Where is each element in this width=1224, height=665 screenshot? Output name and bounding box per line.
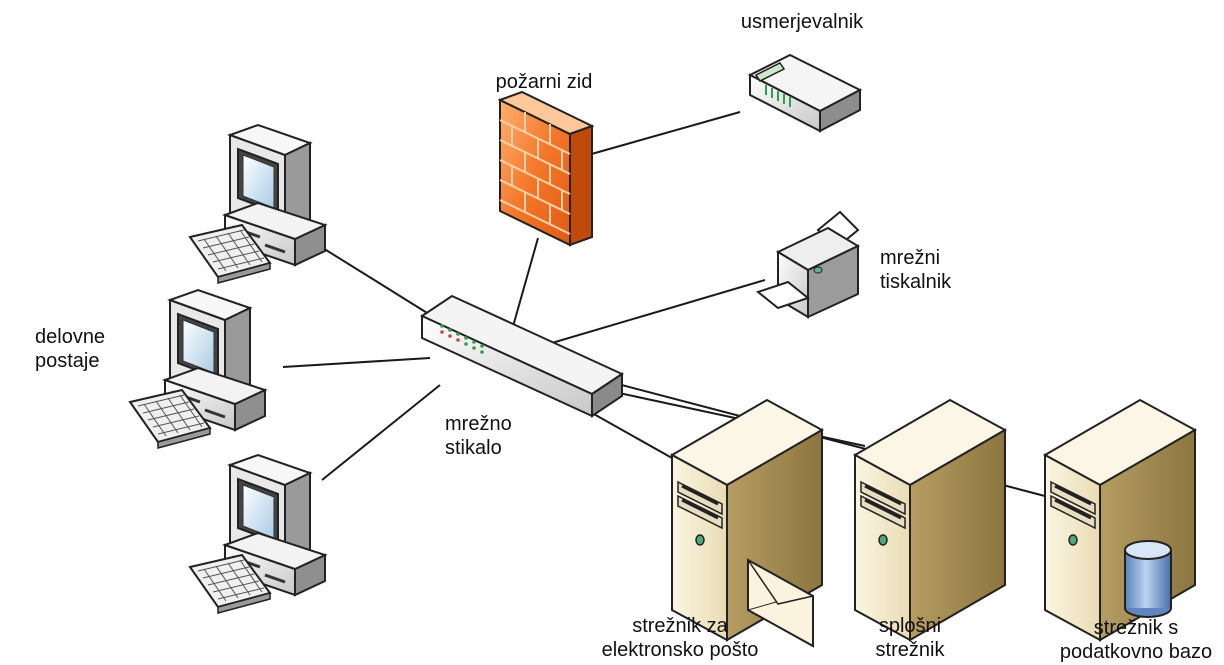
database-cylinder-icon <box>1124 540 1172 618</box>
switch-label-line1: mrežno <box>445 413 512 435</box>
printer-label-line2: tiskalnik <box>880 271 952 293</box>
mail-server-label-line2: elektronsko pošto <box>601 639 759 661</box>
switch-label-line2: stikalo <box>445 437 502 459</box>
router-icon[interactable] <box>747 53 863 133</box>
workstations-label: delovne postaje <box>35 325 105 373</box>
envelope-icon <box>747 558 814 648</box>
mail-server-label-line1: strežnik za <box>632 615 728 637</box>
link-firewall-router <box>587 111 741 156</box>
printer-label: mrežni tiskalnik <box>880 246 951 294</box>
workstations-label-line1: delovne <box>35 326 106 348</box>
database-server-icon[interactable] <box>1043 398 1197 642</box>
firewall-label: požarni zid <box>495 71 593 93</box>
general-server-icon[interactable] <box>853 398 1007 642</box>
network-switch-icon[interactable] <box>419 294 625 418</box>
general-server-label-line1: splošni <box>878 615 942 637</box>
general-server-label-line2: strežnik <box>875 639 945 661</box>
link-switch-ws1 <box>317 244 433 317</box>
link-switch-ws3 <box>321 384 441 481</box>
db-server-label-line1: strežnik s <box>1093 617 1179 639</box>
link-switch-firewall <box>511 237 539 331</box>
workstation-2-icon[interactable] <box>128 288 267 450</box>
printer-icon[interactable] <box>755 210 861 319</box>
router-label: usmerjevalnik <box>740 11 864 33</box>
workstation-3-icon[interactable] <box>188 453 327 615</box>
general-server-label: splošni strežnik <box>876 614 945 662</box>
mail-server-label: strežnik za elektronsko pošto <box>602 614 759 662</box>
db-server-label-line2: podatkovno bazo <box>1059 641 1213 663</box>
db-server-label: strežnik s podatkovno bazo <box>1060 616 1212 664</box>
workstations-label-line2: postaje <box>35 350 100 372</box>
link-switch-printer <box>544 279 766 346</box>
printer-label-line1: mrežni <box>880 247 941 269</box>
firewall-icon[interactable] <box>497 90 595 247</box>
link-switch-ws2 <box>282 357 431 368</box>
switch-label: mrežno stikalo <box>445 412 512 460</box>
workstation-1-icon[interactable] <box>188 123 327 285</box>
